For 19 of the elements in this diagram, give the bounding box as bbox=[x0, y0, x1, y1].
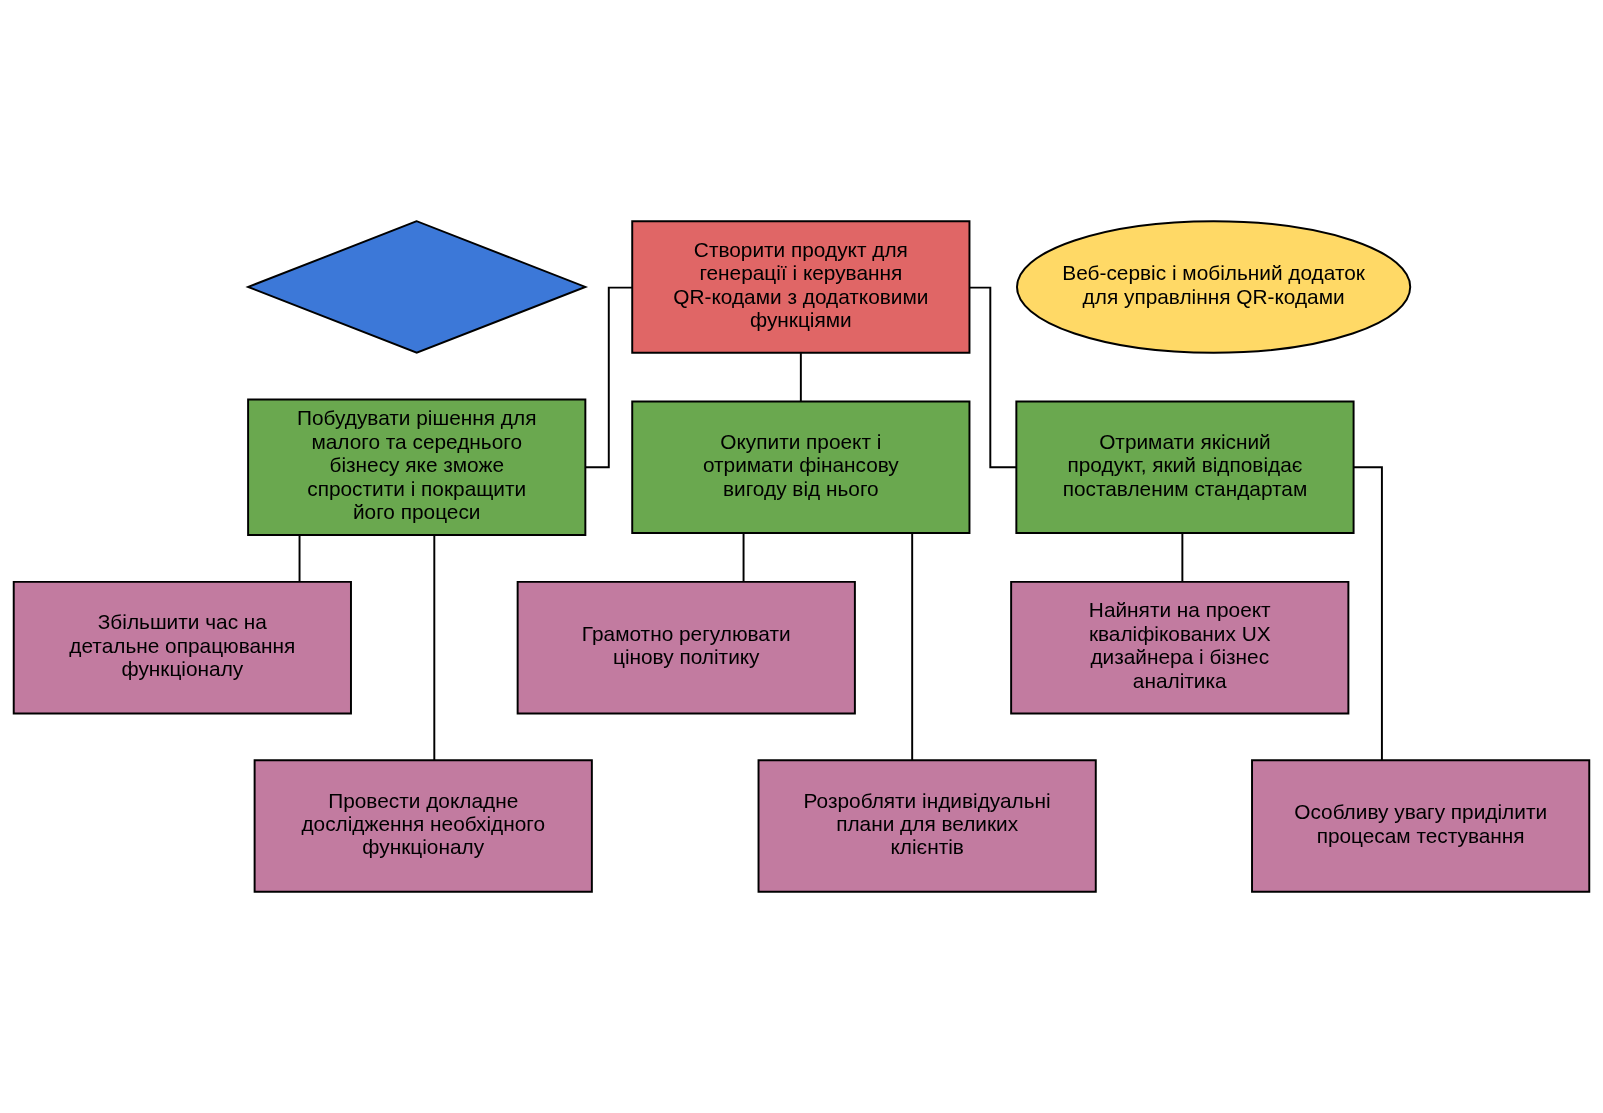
connector bbox=[1181, 532, 1184, 583]
connector bbox=[433, 534, 436, 762]
node-box: Побудувати рішення для малого та середнього бізнесу яке зможе спростити і покращити його процеси bbox=[247, 398, 587, 536]
node-diamond bbox=[245, 220, 589, 354]
node-box: Грамотно регулювати цінову політику bbox=[516, 580, 856, 715]
connector bbox=[298, 534, 301, 583]
node-box: Особливу увагу приділити процесам тестування bbox=[1251, 759, 1591, 893]
node-ellipse: Веб-сервіс і мобільний додаток для управління QR-кодами bbox=[1016, 220, 1412, 354]
connector bbox=[1352, 466, 1383, 762]
connector bbox=[911, 532, 914, 761]
node-box: Найняти на проект кваліфікованих UX дизайнера і бізнес аналітика bbox=[1010, 580, 1350, 715]
node-box: Розробляти індивідуальні плани для великих клієнтів bbox=[757, 759, 1097, 893]
node-box: Отримати якісний продукт, який відповідає поставленим стандартам bbox=[1015, 400, 1355, 535]
node-box: Створити продукт для генерації і керування QR-кодами з додатковими функціями bbox=[631, 220, 971, 354]
connector bbox=[799, 352, 802, 403]
node-box: Збільшити час на детальне опрацювання функціоналу bbox=[12, 580, 352, 715]
node-box: Провести докладне дослідження необхідного функціоналу bbox=[253, 759, 593, 893]
node-box: Окупити проект і отримати фінансову вигоду від нього bbox=[631, 400, 971, 535]
connector bbox=[742, 532, 745, 583]
